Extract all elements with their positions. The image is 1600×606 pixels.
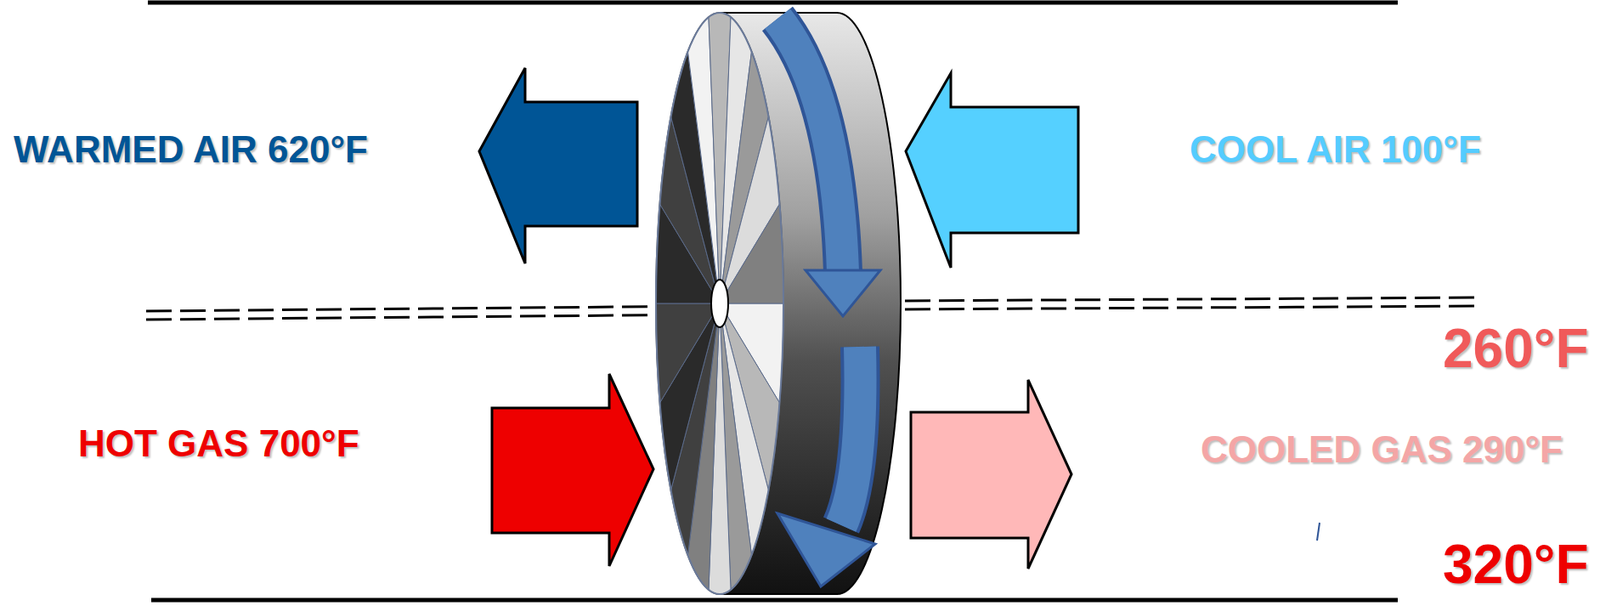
wheel-face-outline [655, 12, 784, 594]
warmed-air-arrow [479, 67, 638, 264]
cool-air-arrow [905, 73, 1079, 268]
duct-wall [147, 0, 1398, 6]
wheel-rim [719, 12, 901, 594]
air-outlet-label: WARMED AIR 620°F [13, 129, 368, 170]
temperature-label: 260°F [1442, 318, 1589, 379]
gas-inlet-label: HOT GAS 700°F [78, 423, 360, 464]
wheel-sector [655, 303, 720, 403]
hot-gas-arrow [491, 373, 654, 566]
wheel-sectors [655, 12, 784, 594]
cooled-gas-arrow [910, 379, 1072, 569]
rotation-arrow [777, 18, 881, 317]
gas-outlet-label: COOLED GAS 290°F [1200, 429, 1563, 470]
rotation-arrow [777, 346, 876, 587]
temperature-label: 320°F [1442, 534, 1589, 594]
wheel-hub [711, 279, 729, 328]
wheel-sector [719, 203, 784, 304]
duct-wall [151, 598, 1398, 603]
tick-mark [1317, 522, 1320, 541]
wheel-face [655, 12, 784, 594]
air-inlet-label: COOL AIR 100°F [1189, 129, 1482, 170]
